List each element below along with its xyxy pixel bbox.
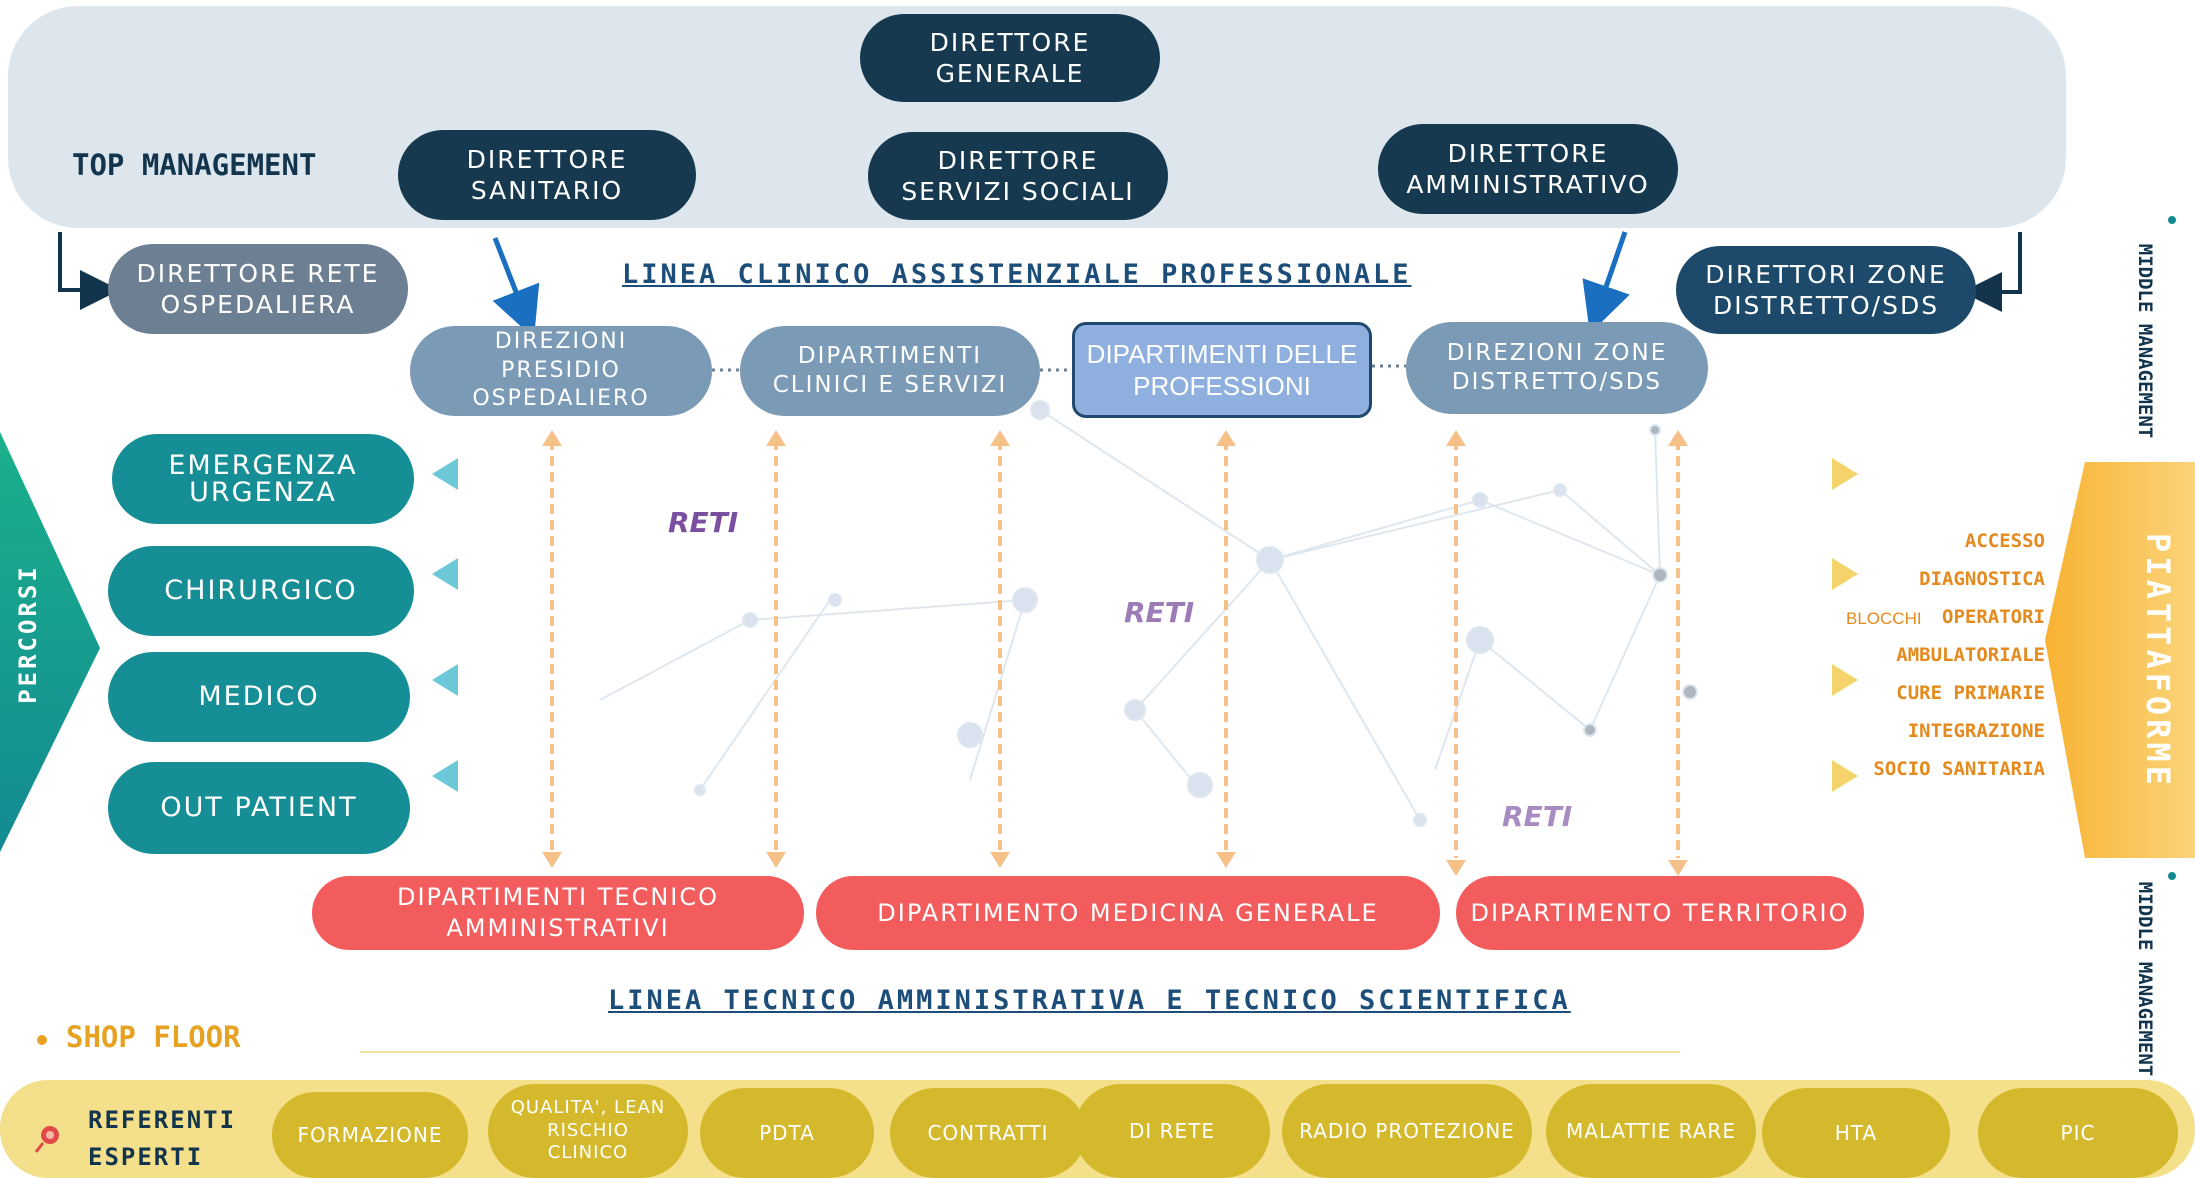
middle-management-bullet-top xyxy=(2168,216,2176,224)
shop-floor-item-contratti[interactable]: CONTRATTI xyxy=(890,1088,1086,1178)
dipartimenti-clinici-node[interactable]: DIPARTIMENTI CLINICI E SERVIZI xyxy=(740,326,1040,416)
shop-floor-item-pdta[interactable]: PDTA xyxy=(700,1088,874,1178)
percorsi-label: PERCORSI xyxy=(13,564,42,704)
shop-floor-item-formazione[interactable]: FORMAZIONE xyxy=(272,1092,468,1178)
middle-links xyxy=(712,364,1406,372)
shop-floor-item-qualita[interactable]: QUALITA', LEAN RISCHIO CLINICO xyxy=(488,1084,688,1178)
top-management-label: TOP MANAGEMENT xyxy=(72,148,317,182)
blocco-item: AMBULATORIALE xyxy=(1896,644,2045,666)
linea-tecnico-title: LINEA TECNICO AMMINISTRATIVA E TECNICO S… xyxy=(608,985,1571,1016)
horizontal-arrowheads xyxy=(432,458,1858,792)
blocco-item: OPERATORI xyxy=(1942,606,2045,628)
shop-floor-item-hta[interactable]: HTA xyxy=(1762,1088,1950,1178)
percorso-out-patient[interactable]: OUT PATIENT xyxy=(108,762,410,854)
direttore-servizi-sociali-node[interactable]: DIRETTORE SERVIZI SOCIALI xyxy=(868,132,1168,220)
middle-management-label: MIDDLE MANAGEMENT xyxy=(2134,881,2157,1077)
vertical-arrows xyxy=(550,440,1680,858)
linea-clinico-title: LINEA CLINICO ASSISTENZIALE PROFESSIONAL… xyxy=(622,259,1412,290)
dipartimento-territorio-node[interactable]: DIPARTIMENTO TERRITORIO xyxy=(1456,876,1864,950)
blue-arrows xyxy=(492,231,1630,339)
pin-icon xyxy=(34,1126,59,1153)
blocco-item: ACCESSO xyxy=(1964,530,2045,552)
percorsi-chevron xyxy=(0,432,100,852)
shop-floor-item-pic[interactable]: PIC xyxy=(1978,1088,2178,1178)
shop-floor-item-radio-protezione[interactable]: RADIO PROTEZIONE xyxy=(1282,1084,1532,1178)
reti-label: RETI xyxy=(668,506,739,539)
direttore-generale-node[interactable]: DIRETTORE GENERALE xyxy=(860,14,1160,102)
shop-floor-label: SHOP FLOOR xyxy=(66,1020,241,1054)
direttore-rete-ospedaliera-node[interactable]: DIRETTORE RETE OSPEDALIERA xyxy=(108,244,408,334)
horizontal-arrows xyxy=(450,470,1835,780)
middle-management-bullet-bottom xyxy=(2168,872,2176,880)
direttore-amministrativo-node[interactable]: DIRETTORE AMMINISTRATIVO xyxy=(1378,124,1678,214)
dipartimenti-tecnico-amministrativi-node[interactable]: DIPARTIMENTI TECNICO AMMINISTRATIVI xyxy=(312,876,804,950)
shop-floor-item-di-rete[interactable]: DI RETE xyxy=(1074,1084,1270,1178)
direzioni-zone-node[interactable]: DIREZIONI ZONE DISTRETTO/SDS xyxy=(1406,322,1708,414)
direzioni-presidio-node[interactable]: DIREZIONI PRESIDIO OSPEDALIERO xyxy=(410,326,712,416)
percorso-chirurgico[interactable]: CHIRURGICO xyxy=(108,546,414,636)
blocco-item: INTEGRAZIONE xyxy=(1907,720,2045,742)
blocco-item: CURE PRIMARIE xyxy=(1896,682,2045,704)
direttore-sanitario-node[interactable]: DIRETTORE SANITARIO xyxy=(398,130,696,220)
dipartimento-medicina-generale-node[interactable]: DIPARTIMENTO MEDICINA GENERALE xyxy=(816,876,1440,950)
blocco-item: SOCIO SANITARIA xyxy=(1873,758,2045,780)
percorso-emergenza-urgenza[interactable]: EMERGENZA URGENZA xyxy=(112,434,414,524)
shop-floor-bullet xyxy=(37,1035,47,1045)
piattaforme-label: PIATTAFORME xyxy=(2138,533,2177,789)
blocchi-label: BLOCCHI xyxy=(1846,609,1922,628)
referenti-esperti-label: REFERENTI ESPERTI xyxy=(88,1106,237,1172)
dipartimenti-professioni-node[interactable]: DIPARTIMENTI DELLE PROFESSIONI xyxy=(1072,322,1372,418)
blocco-item: DIAGNOSTICA xyxy=(1919,568,2045,590)
percorso-medico[interactable]: MEDICO xyxy=(108,652,410,742)
shop-floor-item-malattie-rare[interactable]: MALATTIE RARE xyxy=(1546,1084,1756,1178)
direttori-zone-distretto-node[interactable]: DIRETTORI ZONE DISTRETTO/SDS xyxy=(1676,246,1976,334)
reti-label: RETI xyxy=(1502,800,1573,833)
reti-label: RETI xyxy=(1124,596,1195,629)
vertical-arrowheads xyxy=(542,430,1688,876)
piattaforme-chevron xyxy=(2045,462,2195,858)
middle-management-label: MIDDLE MANAGEMENT xyxy=(2134,243,2157,439)
